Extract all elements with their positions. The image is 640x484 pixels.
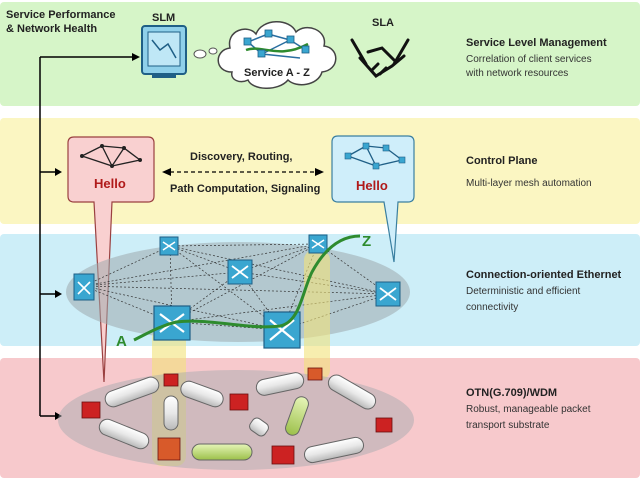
switch-icon bbox=[375, 281, 401, 307]
otn-nodes bbox=[81, 367, 393, 465]
hello-bubble-right bbox=[331, 135, 415, 263]
endpoint-a-label: A bbox=[116, 333, 127, 350]
switch-icon bbox=[159, 236, 179, 256]
hello-right-label: Hello bbox=[356, 178, 388, 193]
sla-label: SLA bbox=[372, 17, 394, 29]
note-line-2: & Network Health bbox=[6, 23, 97, 35]
layer-title: Service Level Management bbox=[466, 37, 607, 49]
hello-left-label: Hello bbox=[94, 176, 126, 191]
control-dashed-arrow bbox=[162, 168, 324, 176]
control-text-line-1: Discovery, Routing, bbox=[190, 151, 292, 163]
layer-subtitle: with network resources bbox=[465, 68, 568, 79]
bracket-arrowheads bbox=[55, 53, 140, 420]
slm-monitor-icon bbox=[141, 25, 187, 78]
layer-title: Connection-oriented Ethernet bbox=[466, 269, 622, 281]
layer-title: OTN(G.709)/WDM bbox=[466, 387, 557, 399]
switch-icon bbox=[308, 234, 328, 254]
service-path-a-z bbox=[133, 234, 361, 342]
ethernet-cloud bbox=[66, 242, 410, 342]
layer-subtitle: Correlation of client services bbox=[466, 54, 592, 65]
health-feedback-bracket bbox=[39, 56, 136, 417]
note-line-1: Service Performance bbox=[6, 9, 115, 21]
slm-label: SLM bbox=[152, 12, 175, 24]
layer-subtitle: Robust, manageable packet bbox=[466, 404, 591, 415]
layer-labels: Service Level Management Correlation of … bbox=[465, 37, 622, 431]
layer-subtitle: transport substrate bbox=[466, 420, 550, 431]
cloud-label: Service A - Z bbox=[244, 67, 310, 79]
control-text-line-2: Path Computation, Signaling bbox=[170, 183, 320, 195]
handshake-icon bbox=[350, 38, 410, 78]
thought-bubbles bbox=[193, 47, 218, 59]
switch-icon bbox=[73, 273, 95, 301]
layer-subtitle: Multi-layer mesh automation bbox=[466, 178, 592, 189]
layer-subtitle: connectivity bbox=[466, 302, 518, 313]
layer-title: Control Plane bbox=[466, 155, 538, 167]
layer-subtitle: Deterministic and efficient bbox=[466, 286, 581, 297]
service-cloud-icon bbox=[217, 21, 337, 89]
endpoint-z-label: Z bbox=[362, 233, 371, 250]
switch-icon bbox=[227, 259, 253, 285]
fiber-links bbox=[98, 372, 377, 464]
